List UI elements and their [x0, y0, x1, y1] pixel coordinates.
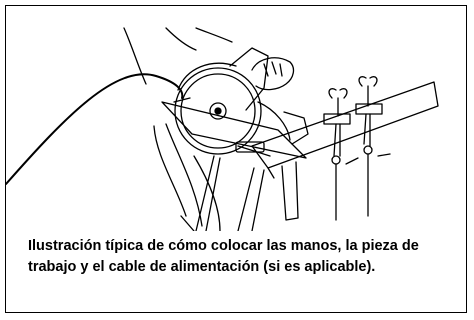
clamp-left [323, 88, 351, 221]
saw-blade [173, 62, 262, 155]
sawhorse-legs [195, 155, 299, 231]
saw-body [229, 47, 309, 145]
circular-saw-illustration [6, 27, 439, 231]
figure-frame: Ilustración típica de cómo colocar las m… [5, 5, 467, 313]
figure-caption: Ilustración típica de cómo colocar las m… [28, 238, 419, 275]
saw-base-plate [161, 101, 307, 159]
operator-hand [251, 57, 295, 91]
clamp-right [345, 76, 391, 217]
operator-figure [123, 27, 233, 231]
power-cable [6, 73, 184, 185]
workpiece-table [235, 81, 439, 179]
